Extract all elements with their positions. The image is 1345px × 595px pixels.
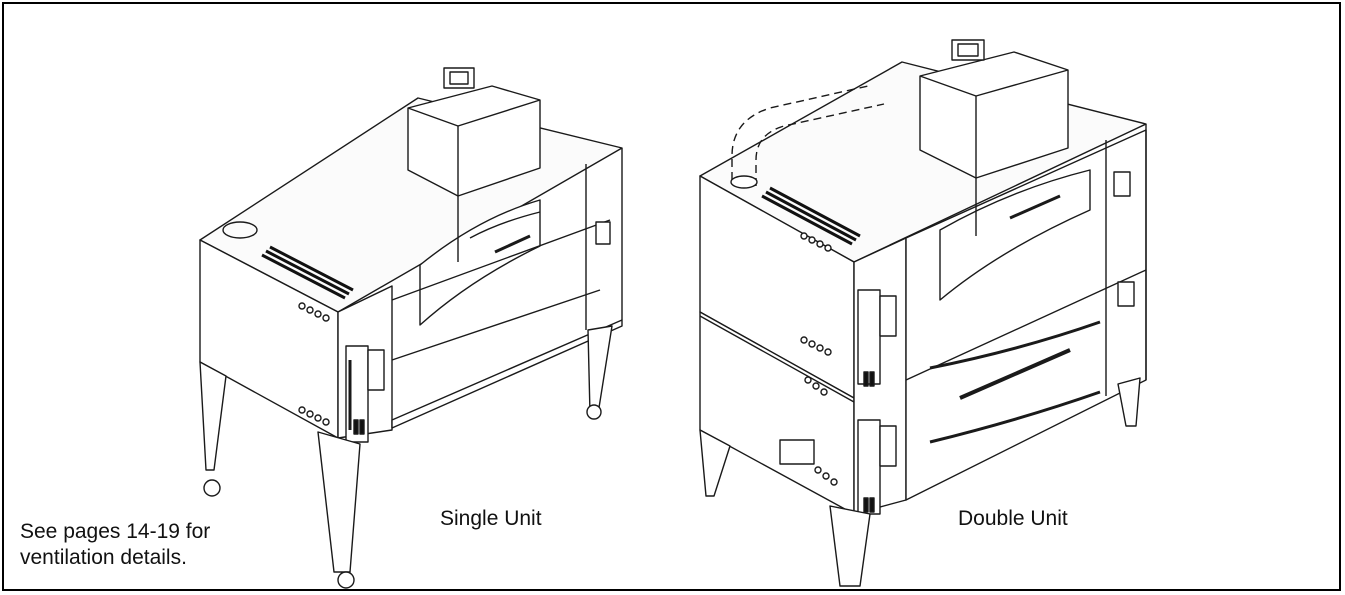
double-unit-oven-drawing bbox=[699, 39, 1147, 587]
single-unit-label: Single Unit bbox=[440, 507, 542, 530]
ventilation-note-line-2: ventilation details. bbox=[20, 546, 187, 569]
ventilation-note-line-1: See pages 14-19 for bbox=[20, 520, 211, 543]
double-unit-label: Double Unit bbox=[958, 507, 1068, 530]
single-unit-oven-drawing bbox=[199, 67, 623, 589]
ventilation-note: See pages 14-19 for ventilation details. bbox=[20, 519, 210, 571]
